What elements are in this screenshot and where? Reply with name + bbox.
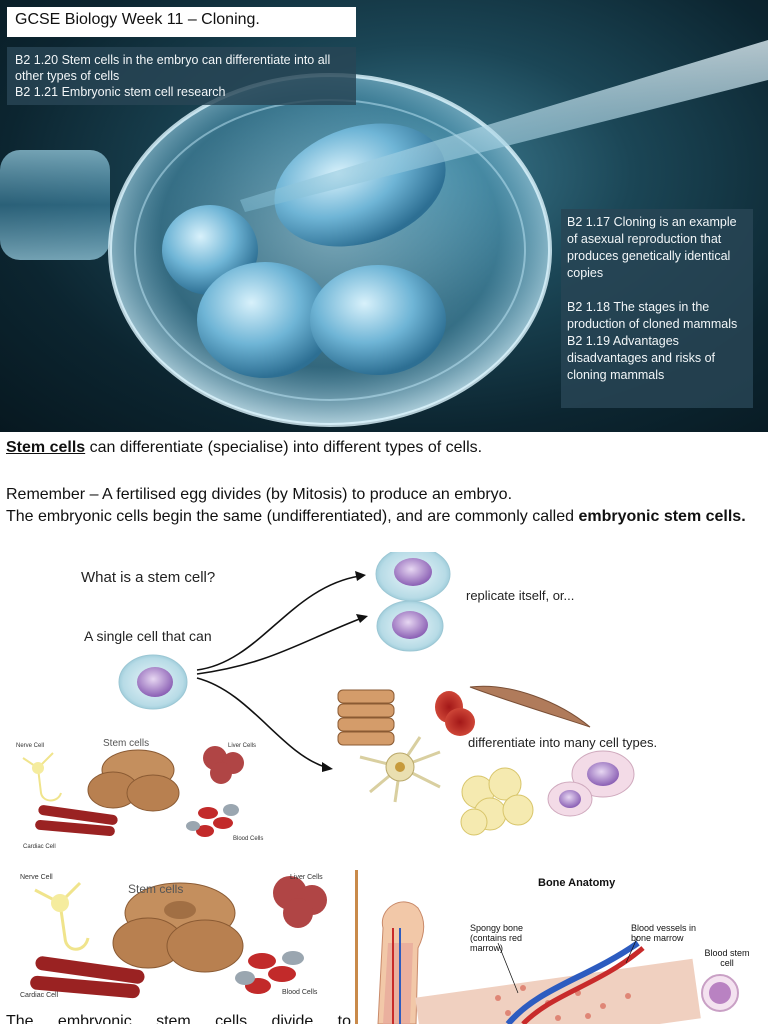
objective-item: B2 1.17 Cloning is an example of asexual… xyxy=(567,215,737,280)
blood-vessels-label: Blood vessels in bone marrow xyxy=(631,923,697,943)
embryonic-text: The embryonic cells begin the same (undi… xyxy=(6,508,579,525)
embryo-illustration xyxy=(0,40,768,427)
embryonic-term: embryonic stem cells. xyxy=(578,508,746,525)
hero-image: GCSE Biology Week 11 – Cloning. B2 1.20 … xyxy=(0,0,768,432)
liver-cells-label: Liver Cells xyxy=(228,743,257,749)
blood-cells-label: Blood Cells xyxy=(233,836,264,842)
remember-paragraph: Remember – A fertilised egg divides (by … xyxy=(6,484,762,528)
stem-cells-definition: Stem cells can differentiate (specialise… xyxy=(6,437,762,459)
blood-cells-label: Blood Cells xyxy=(282,989,318,996)
replicate-label: replicate itself, or... xyxy=(466,588,575,603)
stem-cells-graphic xyxy=(30,876,327,999)
cardiac-cell-label: Cardiac Cell xyxy=(23,844,56,850)
embryonic-line: The embryonic cells begin the same (undi… xyxy=(6,506,762,528)
blood-stem-cell-label: Blood stem cell xyxy=(704,948,750,968)
nerve-cell-label: Nerve Cell xyxy=(16,743,45,749)
panel-divider xyxy=(355,870,358,1024)
bottom-paragraph: The embryonic stem cells divide to xyxy=(6,1013,351,1024)
objectives-box-top: B2 1.20 Stem cells in the embryo can dif… xyxy=(7,47,356,105)
objective-item: B2 1.21 Embryonic stem cell research xyxy=(15,85,226,99)
stem-cells-term: Stem cells xyxy=(6,439,86,456)
bone-graphic xyxy=(377,901,739,1024)
objective-item: B2 1.18 The stages in the production of … xyxy=(567,300,738,331)
stem-cell-diagram: What is a stem cell? A single cell that … xyxy=(0,552,768,868)
cardiac-cell-label: Cardiac Cell xyxy=(20,992,59,999)
bone-anatomy-title: Bone Anatomy xyxy=(538,877,616,889)
objective-item: B2 1.20 Stem cells in the embryo can dif… xyxy=(15,53,331,83)
objective-item: B2 1.19 Advantages disadvantages and ris… xyxy=(567,334,716,382)
liver-cells-label: Liver Cells xyxy=(290,874,323,881)
stem-cells-inset: Nerve Cell Stem cells Liver Cells Cardia… xyxy=(13,738,273,853)
diagram-question: What is a stem cell? xyxy=(81,569,216,586)
remember-line: Remember – A fertilised egg divides (by … xyxy=(6,486,513,503)
inset-graphic xyxy=(22,746,244,837)
stem-cells-panel: Nerve Cell Stem cells Liver Cells Cardia… xyxy=(0,868,355,1024)
single-cell-label: A single cell that can xyxy=(84,628,212,644)
nerve-cell-label: Nerve Cell xyxy=(20,874,53,881)
differentiate-label: differentiate into many cell types. xyxy=(468,735,658,750)
stem-cells-label: Stem cells xyxy=(103,738,150,749)
definition-text: can differentiate (specialise) into diff… xyxy=(85,439,483,456)
stem-cells-label: Stem cells xyxy=(128,882,184,896)
spongy-bone-label: Spongy bone (contains red marrow) xyxy=(470,923,524,953)
objectives-box-right: B2 1.17 Cloning is an example of asexual… xyxy=(561,209,753,408)
diagram-graphic xyxy=(118,552,635,836)
page-title: GCSE Biology Week 11 – Cloning. xyxy=(7,7,356,37)
bone-anatomy-panel: Bone Anatomy Spongy bone (contains red m… xyxy=(358,868,768,1024)
